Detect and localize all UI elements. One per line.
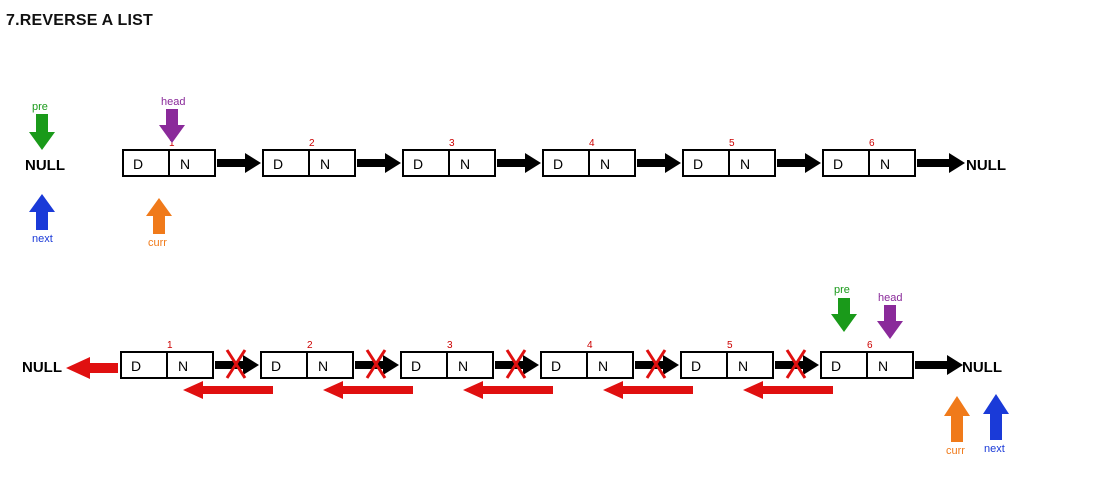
- forward-link-arrow-icon: [917, 153, 965, 173]
- reverse-link-arrow-icon: [743, 381, 833, 399]
- node-index-label: 4: [587, 340, 593, 351]
- forward-link-arrow-icon: [915, 355, 963, 375]
- next-pointer-top: next: [29, 194, 55, 245]
- reverse-link-arrow-icon: [183, 381, 273, 399]
- head-to-null-arrow-icon: [66, 357, 118, 379]
- node-data-field: D: [413, 156, 423, 172]
- node-index-label: 5: [727, 340, 733, 351]
- node-index-label: 2: [307, 340, 313, 351]
- top-node-6: D N6: [822, 138, 965, 177]
- node-next-field: N: [460, 156, 470, 172]
- node-data-field: D: [833, 156, 843, 172]
- node-data-field: D: [411, 358, 421, 374]
- up-arrow-icon: [983, 394, 1009, 440]
- pre-label-bottom: pre: [834, 284, 850, 296]
- down-arrow-icon: [831, 298, 857, 332]
- curr-pointer-bottom: curr: [944, 396, 970, 457]
- node-next-field: N: [318, 358, 328, 374]
- forward-link-arrow-icon: [497, 153, 541, 173]
- node-next-field: N: [600, 156, 610, 172]
- forward-link-arrow-icon: [637, 153, 681, 173]
- bottom-node-6: D N6: [820, 340, 963, 379]
- top-node-2: D N2: [262, 138, 401, 177]
- node-next-field: N: [598, 358, 608, 374]
- reverse-link-arrow-icon: [603, 381, 693, 399]
- next-label-bottom: next: [984, 443, 1005, 455]
- node-index-label: 2: [309, 138, 315, 149]
- node-data-field: D: [131, 358, 141, 374]
- null-label-left-top: NULL: [25, 157, 65, 174]
- head-label-bottom: head: [878, 292, 902, 304]
- bottom-node-3: D N3: [400, 340, 553, 399]
- pre-pointer-bottom: pre: [831, 284, 857, 332]
- node-data-field: D: [271, 358, 281, 374]
- up-arrow-icon: [29, 194, 55, 230]
- head-label-top: head: [161, 96, 185, 108]
- bottom-node-4: D N4: [540, 340, 693, 399]
- node-data-field: D: [691, 358, 701, 374]
- node-next-field: N: [878, 358, 888, 374]
- node-next-field: N: [458, 358, 468, 374]
- head-pointer-bottom: head: [877, 292, 903, 339]
- bottom-node-5: D N5: [680, 340, 833, 399]
- node-next-field: N: [738, 358, 748, 374]
- node-index-label: 6: [869, 138, 875, 149]
- top-node-4: D N4: [542, 138, 681, 177]
- curr-label-top: curr: [148, 237, 167, 249]
- forward-link-arrow-icon: [217, 153, 261, 173]
- pre-label-top: pre: [32, 101, 48, 113]
- forward-link-arrow-icon: [357, 153, 401, 173]
- next-label-top: next: [32, 233, 53, 245]
- page-title: 7.REVERSE A LIST: [6, 12, 153, 29]
- node-next-field: N: [178, 358, 188, 374]
- node-data-field: D: [273, 156, 283, 172]
- head-pointer-top: head: [159, 96, 185, 143]
- cross-out-icon: [365, 349, 387, 379]
- top-node-3: D N3: [402, 138, 541, 177]
- cross-out-icon: [645, 349, 667, 379]
- curr-pointer-top: curr: [146, 198, 172, 249]
- node-index-label: 1: [169, 138, 175, 149]
- node-index-label: 5: [729, 138, 735, 149]
- node-next-field: N: [320, 156, 330, 172]
- node-index-label: 3: [449, 138, 455, 149]
- node-data-field: D: [551, 358, 561, 374]
- null-label-right-bottom: NULL: [962, 359, 1002, 376]
- null-label-right-top: NULL: [966, 157, 1006, 174]
- node-data-field: D: [133, 156, 143, 172]
- reverse-link-arrow-icon: [323, 381, 413, 399]
- down-arrow-icon: [159, 109, 185, 143]
- node-data-field: D: [553, 156, 563, 172]
- node-data-field: D: [693, 156, 703, 172]
- next-pointer-bottom: next: [983, 394, 1009, 455]
- cross-out-icon: [785, 349, 807, 379]
- top-node-1: D N1: [122, 138, 261, 177]
- node-index-label: 1: [167, 340, 173, 351]
- top-node-5: D N5: [682, 138, 821, 177]
- node-index-label: 6: [867, 340, 873, 351]
- down-arrow-icon: [29, 114, 55, 150]
- down-arrow-icon: [877, 305, 903, 339]
- up-arrow-icon: [944, 396, 970, 442]
- cross-out-icon: [505, 349, 527, 379]
- node-data-field: D: [831, 358, 841, 374]
- curr-label-bottom: curr: [946, 445, 965, 457]
- node-index-label: 4: [589, 138, 595, 149]
- bottom-node-2: D N2: [260, 340, 413, 399]
- node-index-label: 3: [447, 340, 453, 351]
- node-next-field: N: [180, 156, 190, 172]
- forward-link-arrow-icon: [777, 153, 821, 173]
- up-arrow-icon: [146, 198, 172, 234]
- bottom-node-1: D N1: [120, 340, 273, 399]
- null-label-left-bottom: NULL: [22, 359, 62, 376]
- cross-out-icon: [225, 349, 247, 379]
- node-next-field: N: [880, 156, 890, 172]
- pre-pointer-top: pre: [29, 101, 55, 150]
- node-next-field: N: [740, 156, 750, 172]
- reverse-link-arrow-icon: [463, 381, 553, 399]
